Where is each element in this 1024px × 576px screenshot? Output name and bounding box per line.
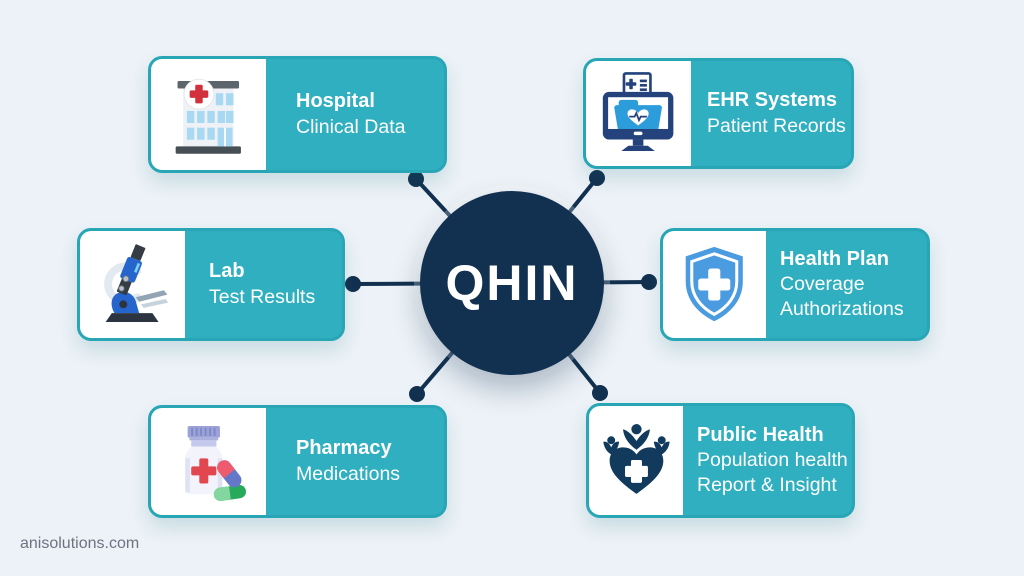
card-subtitle: Medications <box>296 462 401 485</box>
card-pharmacy: Pharmacy Medications <box>148 405 447 518</box>
hospital-building-icon <box>175 78 242 154</box>
card-public-health: Public Health Population health Report &… <box>586 403 855 518</box>
card-subtitle: Population health <box>697 449 848 472</box>
card-title: Health Plan <box>780 247 889 270</box>
public-health-text: Public Health Population health Report &… <box>683 406 852 515</box>
card-hospital: Hospital Clinical Data <box>148 56 447 173</box>
qhin-hub: QHIN <box>420 191 604 375</box>
card-subtitle: Authorizations <box>780 298 904 321</box>
website-url: anisolutions.com <box>20 535 140 552</box>
card-subtitle: Clinical Data <box>296 115 406 138</box>
card-title: Public Health <box>697 423 824 446</box>
pharmacy-icon-panel <box>151 408 266 515</box>
card-subtitle: Coverage <box>780 273 865 296</box>
connector-dot <box>641 274 657 290</box>
card-subtitle: Test Results <box>209 285 316 308</box>
connector-dot <box>409 386 425 402</box>
ehr-icon-panel <box>586 61 691 166</box>
health-plan-icon-panel <box>663 231 766 338</box>
health-plan-text: Health Plan Coverage Authorizations <box>766 231 927 338</box>
card-title: Lab <box>209 260 245 283</box>
pharmacy-text: Pharmacy Medications <box>266 408 444 515</box>
microscope-icon <box>104 243 169 322</box>
hub-label: QHIN <box>445 255 579 311</box>
card-ehr-systems: EHR Systems Patient Records <box>583 58 854 169</box>
card-lab: Lab Test Results <box>77 228 345 341</box>
card-title: EHR Systems <box>707 89 838 112</box>
public-health-icon-panel <box>589 406 683 515</box>
hospital-text: Hospital Clinical Data <box>266 59 444 170</box>
hospital-icon-panel <box>151 59 266 170</box>
card-subtitle: Patient Records <box>707 114 846 137</box>
ehr-monitor-icon <box>603 72 674 152</box>
shield-cross-icon <box>685 246 744 321</box>
lab-icon-panel <box>80 231 185 338</box>
card-subtitle: Report & Insight <box>697 474 837 497</box>
connector-dot <box>589 170 605 186</box>
connector-dot <box>345 276 361 292</box>
card-title: Hospital <box>296 90 375 113</box>
ehr-text: EHR Systems Patient Records <box>691 61 851 166</box>
medicine-bottle-icon <box>185 425 247 501</box>
connector-dot <box>408 171 424 187</box>
card-title: Pharmacy <box>296 437 392 460</box>
card-health-plan: Health Plan Coverage Authorizations <box>660 228 930 341</box>
connector-dot <box>592 385 608 401</box>
community-health-heart-icon <box>602 423 670 494</box>
lab-text: Lab Test Results <box>185 231 342 338</box>
